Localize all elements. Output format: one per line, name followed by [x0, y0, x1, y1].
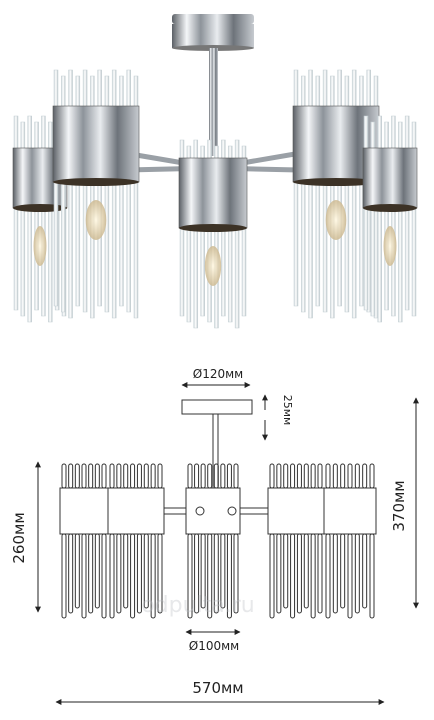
stem-photo	[209, 48, 218, 156]
body-height-label: 260мм	[10, 512, 28, 563]
lamp-outline-left-1	[59, 463, 109, 619]
canopy-photo	[172, 14, 254, 51]
lamp-photo-left-front	[52, 69, 140, 319]
lamp-outline-left-2	[107, 463, 165, 619]
total-width-label: 570мм	[192, 679, 243, 697]
canopy-diameter-label: Ø120мм	[193, 367, 243, 381]
chandelier-photo	[12, 14, 418, 329]
technical-drawing	[59, 399, 377, 619]
canopy-height-label: 25мм	[281, 395, 294, 426]
shade-diameter-label: Ø100мм	[189, 639, 239, 653]
watermark: odpulta.ru	[141, 593, 255, 618]
total-height-label: 370мм	[390, 480, 408, 531]
dimension-lines	[35, 382, 419, 705]
lamp-outline-right-1	[267, 463, 325, 619]
canopy-outline	[181, 399, 253, 415]
lamp-photo-center	[178, 139, 248, 329]
lamp-outline-right-2	[323, 463, 377, 619]
lamp-photo-right-back	[362, 115, 418, 323]
